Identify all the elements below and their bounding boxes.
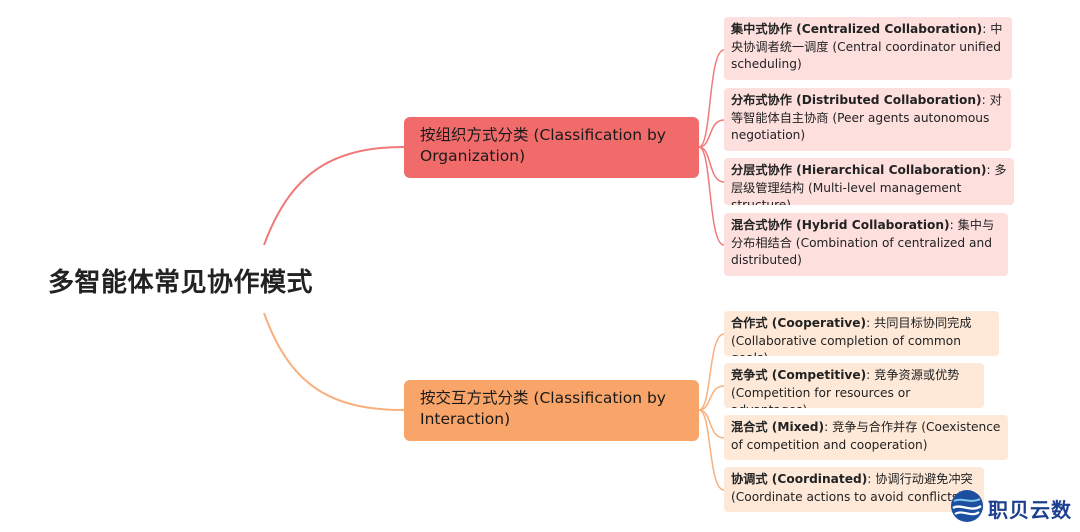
leaf-title: 分布式协作 (Distributed Collaboration) <box>731 93 982 107</box>
leaf-title: 混合式协作 (Hybrid Collaboration) <box>731 218 950 232</box>
leaf-cooperative[interactable]: 合作式 (Cooperative): 共同目标协同完成 (Collaborati… <box>724 311 999 356</box>
leaf-description: : 多层级管理结构 (Multi-level management struct… <box>731 163 1007 205</box>
leaf-title: 竞争式 (Competitive) <box>731 368 867 382</box>
leaf-description: : 共同目标协同完成 (Collaborative completion of … <box>731 316 972 356</box>
leaf-description: : 协调行动避免冲突 (Coordinate actions to avoid … <box>731 472 973 504</box>
leaf-title: 集中式协作 (Centralized Collaboration) <box>731 22 983 36</box>
leaf-coordinated[interactable]: 协调式 (Coordinated): 协调行动避免冲突 (Coordinate … <box>724 467 984 512</box>
connector-int-leaf-4 <box>698 409 725 491</box>
leaf-title: 合作式 (Cooperative) <box>731 316 867 330</box>
leaf-hybrid[interactable]: 混合式协作 (Hybrid Collaboration): 集中与分布相结合 (… <box>724 213 1008 276</box>
branch-interaction[interactable]: 按交互方式分类 (Classification by Interaction) <box>404 380 699 441</box>
connector-root-org <box>263 146 405 246</box>
root-topic[interactable]: 多智能体常见协作模式 <box>48 268 314 298</box>
connector-int-leaf-2 <box>698 385 725 411</box>
branch-label: 按交互方式分类 (Classification by Interaction) <box>420 389 666 428</box>
leaf-description: : 竞争与合作并存 (Coexistence of competition an… <box>731 420 1001 452</box>
connector-org-leaf-4 <box>698 146 725 246</box>
leaf-description: : 对等智能体自主协商 (Peer agents autonomous nego… <box>731 93 1002 142</box>
leaf-hierarchical[interactable]: 分层式协作 (Hierarchical Collaboration): 多层级管… <box>724 158 1014 205</box>
watermark-text: 职贝云数 <box>988 498 1072 522</box>
leaf-description: : 集中与分布相结合 (Combination of centralized a… <box>731 218 995 267</box>
leaf-title: 协调式 (Coordinated) <box>731 472 868 486</box>
leaf-competitive[interactable]: 竞争式 (Competitive): 竞争资源或优势 (Competition … <box>724 363 984 408</box>
leaf-description: : 中央协调者统一调度 (Central coordinator unified… <box>731 22 1003 71</box>
leaf-title: 混合式 (Mixed) <box>731 420 825 434</box>
connector-org-leaf-2 <box>698 119 725 148</box>
leaf-centralized[interactable]: 集中式协作 (Centralized Collaboration): 中央协调者… <box>724 17 1012 80</box>
branch-label: 按组织方式分类 (Classification by Organization) <box>420 126 666 165</box>
globe-logo-icon <box>951 490 983 522</box>
connector-int-leaf-1 <box>698 333 725 411</box>
leaf-description: : 竞争资源或优势 (Competition for resources or … <box>731 368 960 408</box>
connector-root-int <box>263 312 405 411</box>
leaf-title: 分层式协作 (Hierarchical Collaboration) <box>731 163 987 177</box>
leaf-mixed[interactable]: 混合式 (Mixed): 竞争与合作并存 (Coexistence of com… <box>724 415 1008 460</box>
connector-org-leaf-3 <box>698 146 725 183</box>
connector-org-leaf-1 <box>698 49 725 148</box>
branch-organization[interactable]: 按组织方式分类 (Classification by Organization) <box>404 117 699 178</box>
leaf-distributed[interactable]: 分布式协作 (Distributed Collaboration): 对等智能体… <box>724 88 1011 151</box>
watermark: 职贝云数 <box>950 488 1078 528</box>
